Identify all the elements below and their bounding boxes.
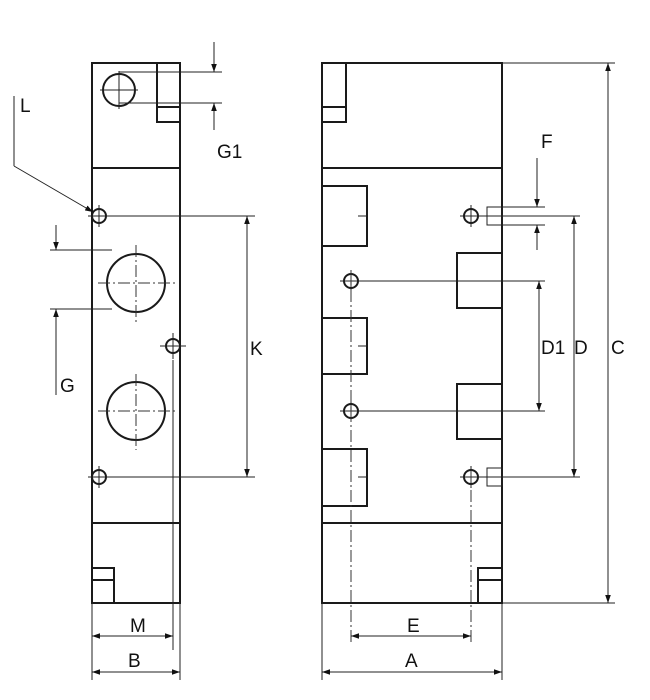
- dim-l-leader: [13, 96, 94, 213]
- label-d: D: [574, 338, 588, 359]
- front-view-top-notch: [322, 63, 347, 123]
- side-view-body: [91, 62, 181, 604]
- side-view-top-notch: [156, 63, 180, 123]
- mounting-hole-side: [160, 333, 186, 359]
- g1-pilot-port: [100, 71, 138, 109]
- front-port-left-3: [322, 448, 368, 507]
- label-b: B: [128, 651, 141, 672]
- front-view-body: [321, 62, 503, 604]
- g-port-upper: [98, 245, 178, 322]
- label-e: E: [407, 616, 420, 637]
- front-view-bottom-notch: [477, 567, 502, 603]
- front-port-left-2: [322, 317, 368, 375]
- label-d1: D1: [541, 338, 565, 359]
- label-m: M: [130, 616, 146, 637]
- front-port-left-1: [322, 185, 368, 247]
- mounting-hole-bottom: [88, 466, 110, 488]
- label-l: L: [20, 96, 31, 117]
- label-g1: G1: [217, 142, 242, 163]
- mounting-hole-top: [88, 205, 110, 227]
- label-a: A: [405, 651, 418, 672]
- label-k: K: [250, 339, 263, 360]
- label-f: F: [541, 132, 553, 153]
- side-view: [50, 62, 255, 680]
- front-view: [321, 62, 615, 680]
- label-g: G: [60, 376, 75, 397]
- side-view-bottom-notch: [92, 567, 115, 603]
- g-port-lower: [98, 374, 178, 450]
- label-c: C: [611, 338, 625, 359]
